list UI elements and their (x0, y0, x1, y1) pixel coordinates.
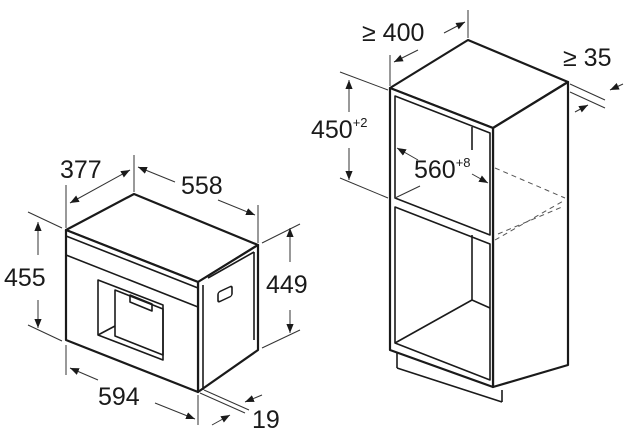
dim-min-400: ≥ 400 (362, 19, 424, 47)
dim-560: 560+8 (414, 155, 471, 184)
dim-450: 450+2 (311, 115, 368, 144)
cabinet-dimensions (339, 10, 624, 199)
appliance-drawing (64, 192, 260, 394)
dim-19: 19 (252, 406, 280, 434)
dim-594: 594 (98, 383, 140, 411)
appliance-front-face (64, 228, 200, 394)
appliance-dimensions (27, 155, 301, 426)
cabinet-drawing (388, 38, 570, 403)
niche-height-tolerance: +2 (353, 115, 368, 130)
dim-449: 449 (266, 271, 308, 299)
niche-width-value: 560 (414, 156, 456, 184)
dim-377: 377 (60, 156, 102, 184)
hidden-edge (494, 167, 566, 199)
control-panel-edge (65, 235, 199, 289)
dim-558: 558 (181, 172, 223, 200)
control-panel-bottom (65, 254, 199, 308)
dim-455: 455 (4, 264, 46, 292)
coffee-outlet (129, 294, 153, 312)
side-handle (217, 285, 233, 303)
niche-upper (394, 95, 491, 236)
dispenser-opening (97, 279, 164, 361)
niche-lower (394, 206, 491, 381)
niche-width-tolerance: +8 (456, 155, 471, 170)
cabinet-front (388, 86, 495, 389)
niche-height-value: 450 (311, 116, 353, 144)
dim-min-35: ≥ 35 (563, 44, 611, 72)
